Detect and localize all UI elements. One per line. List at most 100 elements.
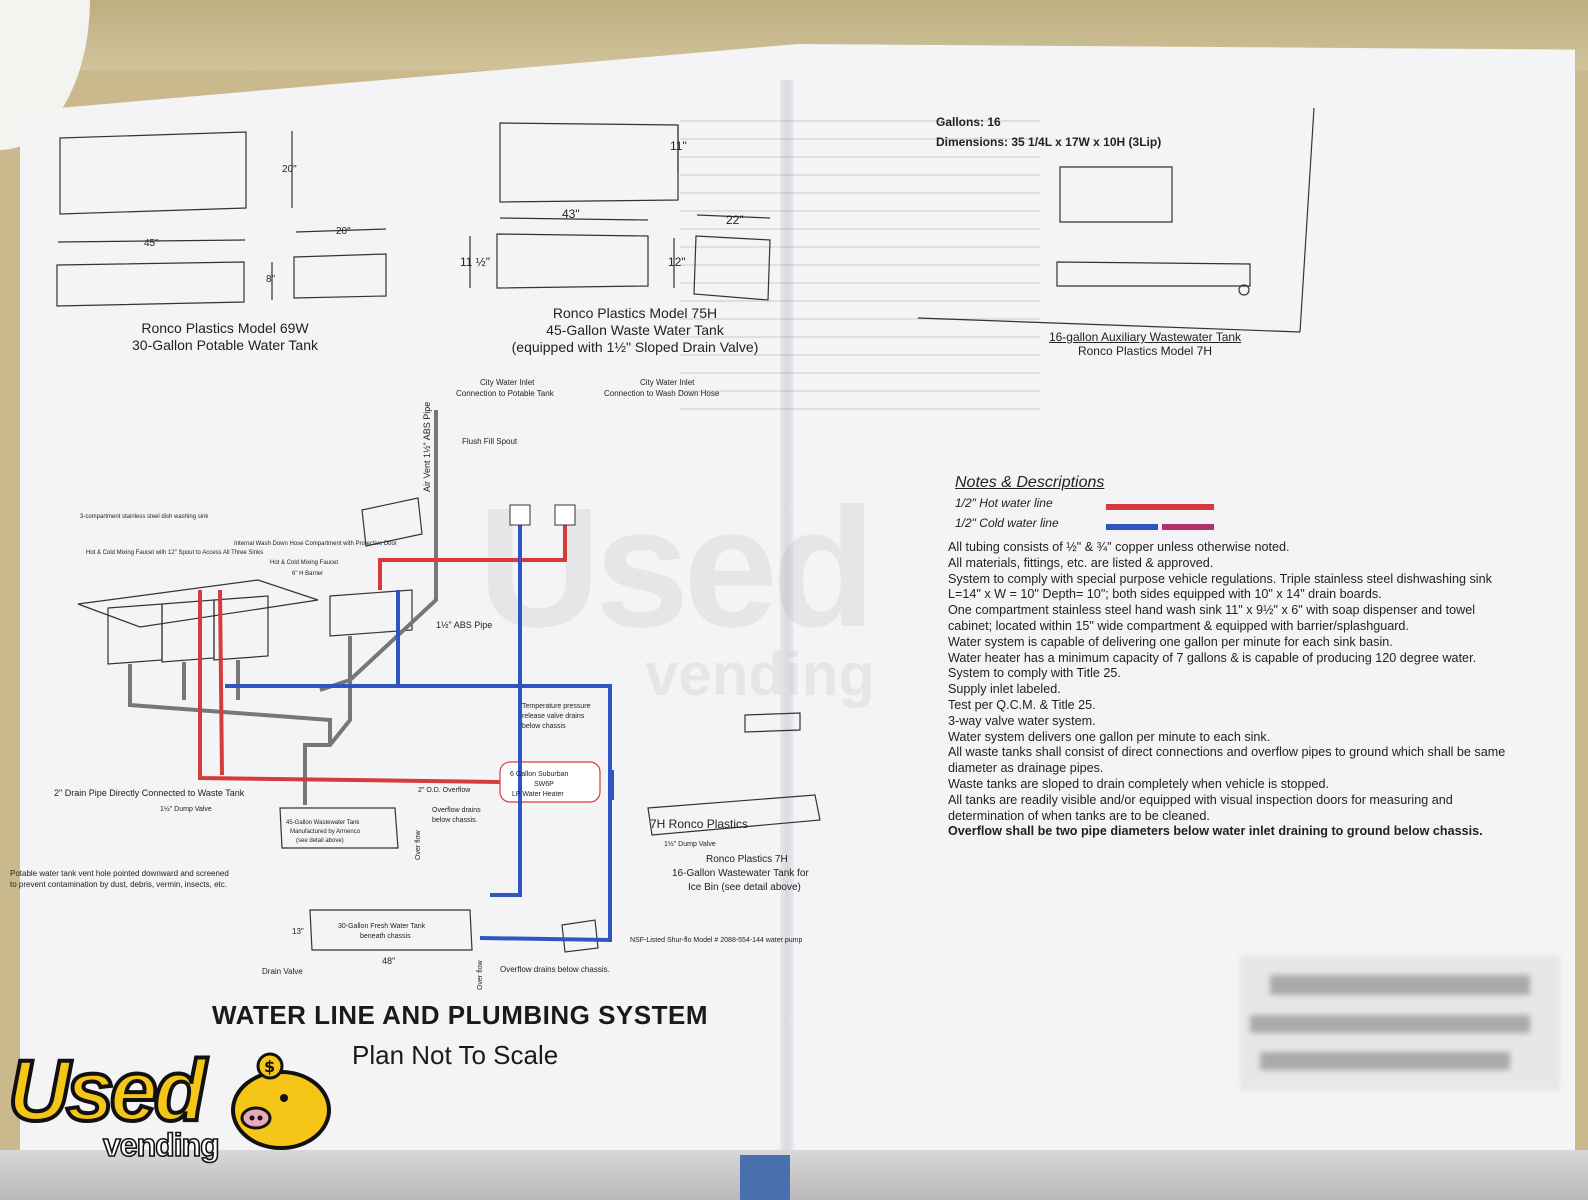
tank-75h-end-view	[693, 235, 771, 301]
caption-7h-line2: Ronco Plastics Model 7H	[1077, 344, 1213, 358]
label-overflow-bottom: Overflow drains below chassis.	[500, 965, 610, 974]
tank-7h-frame-right	[1299, 107, 1315, 333]
label-vent-hole-1: Potable water tank vent hole pointed dow…	[10, 869, 229, 878]
page-stack-edge	[0, 1150, 1588, 1200]
tank-7h-box	[647, 794, 821, 836]
label-ronco-7h-cap-1: Ronco Plastics 7H	[706, 854, 788, 865]
label-temp-valve-2: release valve drains	[522, 713, 585, 720]
note-item: All tanks are readily visible and/or equ…	[948, 792, 1453, 823]
label-faucet-hand: Hot & Cold Mixing Faucet	[270, 560, 338, 566]
tank-gallons: Gallons: 16	[936, 115, 1001, 129]
dim-12: 12"	[668, 255, 686, 269]
notes-list: All tubing consists of ½" & ¾" copper un…	[948, 540, 1508, 840]
label-waste-tank-3: (see detail above)	[296, 838, 344, 844]
tank-7h-drain-valve	[1238, 284, 1250, 296]
label-heater-2: SW6P	[534, 781, 554, 788]
dim-line-43	[499, 217, 649, 221]
fresh-water-tank-30gal	[309, 909, 473, 951]
diagram-title: WATER LINE AND PLUMBING SYSTEM	[212, 1000, 708, 1030]
drainboard-left	[77, 579, 319, 628]
dim-line-20-width	[295, 228, 387, 233]
note-item: Waste tanks are sloped to drain complete…	[948, 776, 1330, 791]
redacted-line-2	[1250, 1015, 1530, 1033]
note-item: All tubing consists of ½" & ¾" copper un…	[948, 540, 1290, 554]
dim-20-width: 20"	[336, 226, 351, 237]
dim-line-22	[696, 214, 771, 219]
legend-hot-swatch	[1106, 504, 1214, 510]
water-pump	[561, 919, 599, 953]
label-overflow-drains-2: below chassis.	[432, 817, 478, 824]
sink-basin-1	[107, 603, 163, 665]
caption-7h-line1: 16-gallon Auxiliary Wastewater Tank	[1048, 330, 1242, 344]
piggy-bank-icon: $	[231, 1052, 331, 1150]
note-item: One compartment stainless steel hand was…	[948, 603, 1475, 633]
label-over-flow-2: Over flow	[477, 959, 484, 990]
label-waste-tank-2: Manufactured by Armenco	[290, 829, 361, 835]
wash-down-hose-compartment	[361, 497, 423, 547]
blue-binder-edge	[740, 1155, 790, 1200]
caption-tank-69w: Ronco Plastics Model 69W 30-Gallon Potab…	[110, 320, 340, 354]
note-item: Overflow shall be two pipe diameters bel…	[948, 824, 1483, 839]
label-internal-hose: Internal Wash Down Hose Compartment with…	[234, 541, 397, 547]
tank-7h-top-view	[1059, 166, 1173, 223]
tank-75h-top-view	[499, 122, 679, 203]
legend-hot-label: 1/2" Hot water line	[955, 496, 1053, 510]
note-item: Water system is capable of delivering on…	[948, 634, 1393, 649]
tank-69w-side-view	[56, 261, 245, 307]
logo-vending-text: vending	[102, 1126, 220, 1164]
label-over-flow: Over flow	[415, 829, 422, 860]
label-temp-valve-1: Temperature pressure	[522, 703, 591, 710]
label-city-inlet-hose-1: City Water Inlet	[640, 378, 695, 387]
ice-bin-tank-label	[744, 712, 801, 733]
dim-22: 22"	[726, 213, 744, 227]
sink-basin-2	[161, 599, 215, 663]
label-overflow-drains-1: Overflow drains	[432, 807, 481, 814]
note-item: 3-way valve water system.	[948, 713, 1096, 728]
legend-cold-swatch	[1106, 524, 1158, 530]
dim-45: 45"	[144, 238, 159, 249]
label-heater-3: LP Water Heater	[512, 791, 564, 798]
used-vending-logo: Used $ vending	[6, 1041, 343, 1172]
hot-water-lines	[198, 520, 567, 784]
caption-75h-line2: 45-Gallon Waste Water Tank	[546, 322, 724, 338]
logo-used-text: Used	[6, 1041, 208, 1141]
caption-tank-75h: Ronco Plastics Model 75H 45-Gallon Waste…	[500, 305, 770, 356]
label-faucet-12: Hot & Cold Mixing Faucet with 12" Spout …	[86, 550, 263, 556]
tank-dimensions: Dimensions: 35 1/4L x 17W x 10H (3Lip)	[936, 135, 1161, 149]
dim-11: 11"	[670, 139, 687, 153]
label-od-overflow: 2" O.D. Overflow	[418, 787, 471, 794]
legend-cold-label: 1/2" Cold water line	[955, 516, 1059, 530]
label-ronco-7h-box: 7H Ronco Plastics	[650, 817, 748, 831]
sink-basin-3	[213, 595, 269, 661]
note-item: System to comply with Title 25.	[948, 666, 1121, 681]
note-item: All waste tanks shall consist of direct …	[948, 745, 1506, 776]
note-item: System to comply with special purpose ve…	[948, 571, 1492, 602]
label-city-inlet-hose-2: Connection to Wash Down Hose	[604, 389, 720, 398]
label-drain-pipe: 2" Drain Pipe Directly Connected to Wast…	[54, 788, 245, 798]
label-height-13: 13"	[292, 927, 304, 936]
label-vent-hole-2: to prevent contamination by dust, debris…	[10, 880, 227, 889]
tank-7h-side-view	[1056, 261, 1251, 287]
label-dump-valve-2: 1½" Dump Valve	[664, 840, 716, 848]
tank-7h-frame-bottom	[917, 317, 1301, 333]
label-drain-valve: Drain Valve	[262, 967, 303, 976]
watermark-vending-icon: vending	[645, 641, 876, 708]
caption-tank-7h: 16-gallon Auxiliary Wastewater Tank Ronc…	[1030, 330, 1260, 358]
note-item: All materials, fittings, etc. are listed…	[948, 555, 1214, 570]
book-spine	[780, 80, 794, 1160]
label-three-comp-sink: 3-compartment stainless steel dish washi…	[80, 514, 209, 520]
diagram-subtitle: Plan Not To Scale	[352, 1040, 559, 1070]
legend-mix-swatch	[1162, 524, 1214, 530]
label-pump: NSF-Listed Shur-flo Model # 2088-554-144…	[630, 937, 802, 944]
label-abs-pipe: 1½" ABS Pipe	[436, 620, 492, 630]
label-dump-valve: 1½" Dump Valve	[160, 805, 212, 813]
tank-69w-top-view	[59, 131, 247, 215]
redacted-line-1	[1270, 975, 1530, 995]
label-city-inlet-1: City Water Inlet	[480, 378, 535, 387]
hose-inlet-fitting-icon	[554, 504, 576, 526]
label-heater-1: 6 Gallon Suburban	[510, 771, 568, 778]
caption-69w-line2: 30-Gallon Potable Water Tank	[132, 337, 318, 353]
notes-title: Notes & Descriptions	[955, 474, 1105, 491]
label-air-vent: Air Vent 1½" ABS Pipe	[422, 402, 432, 492]
